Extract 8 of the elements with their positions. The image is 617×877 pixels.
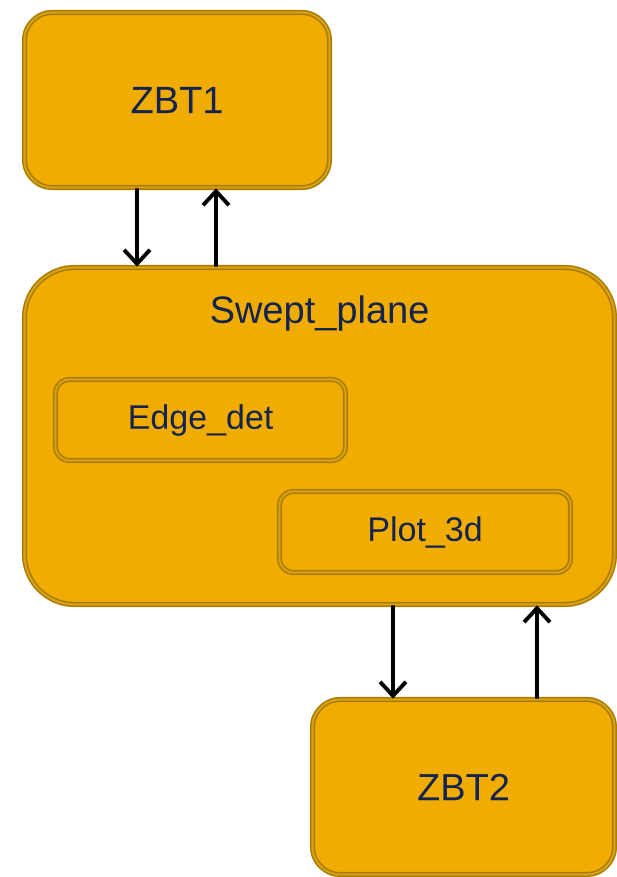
arrow xyxy=(378,605,408,699)
module-box: Plot_3d xyxy=(276,488,574,576)
arrow xyxy=(202,188,230,267)
arrow xyxy=(522,605,552,699)
arrow xyxy=(122,188,152,267)
process-box: ZBT2 xyxy=(310,696,617,877)
process-box: ZBT1 xyxy=(22,10,332,190)
module-box: Edge_det xyxy=(52,376,348,464)
